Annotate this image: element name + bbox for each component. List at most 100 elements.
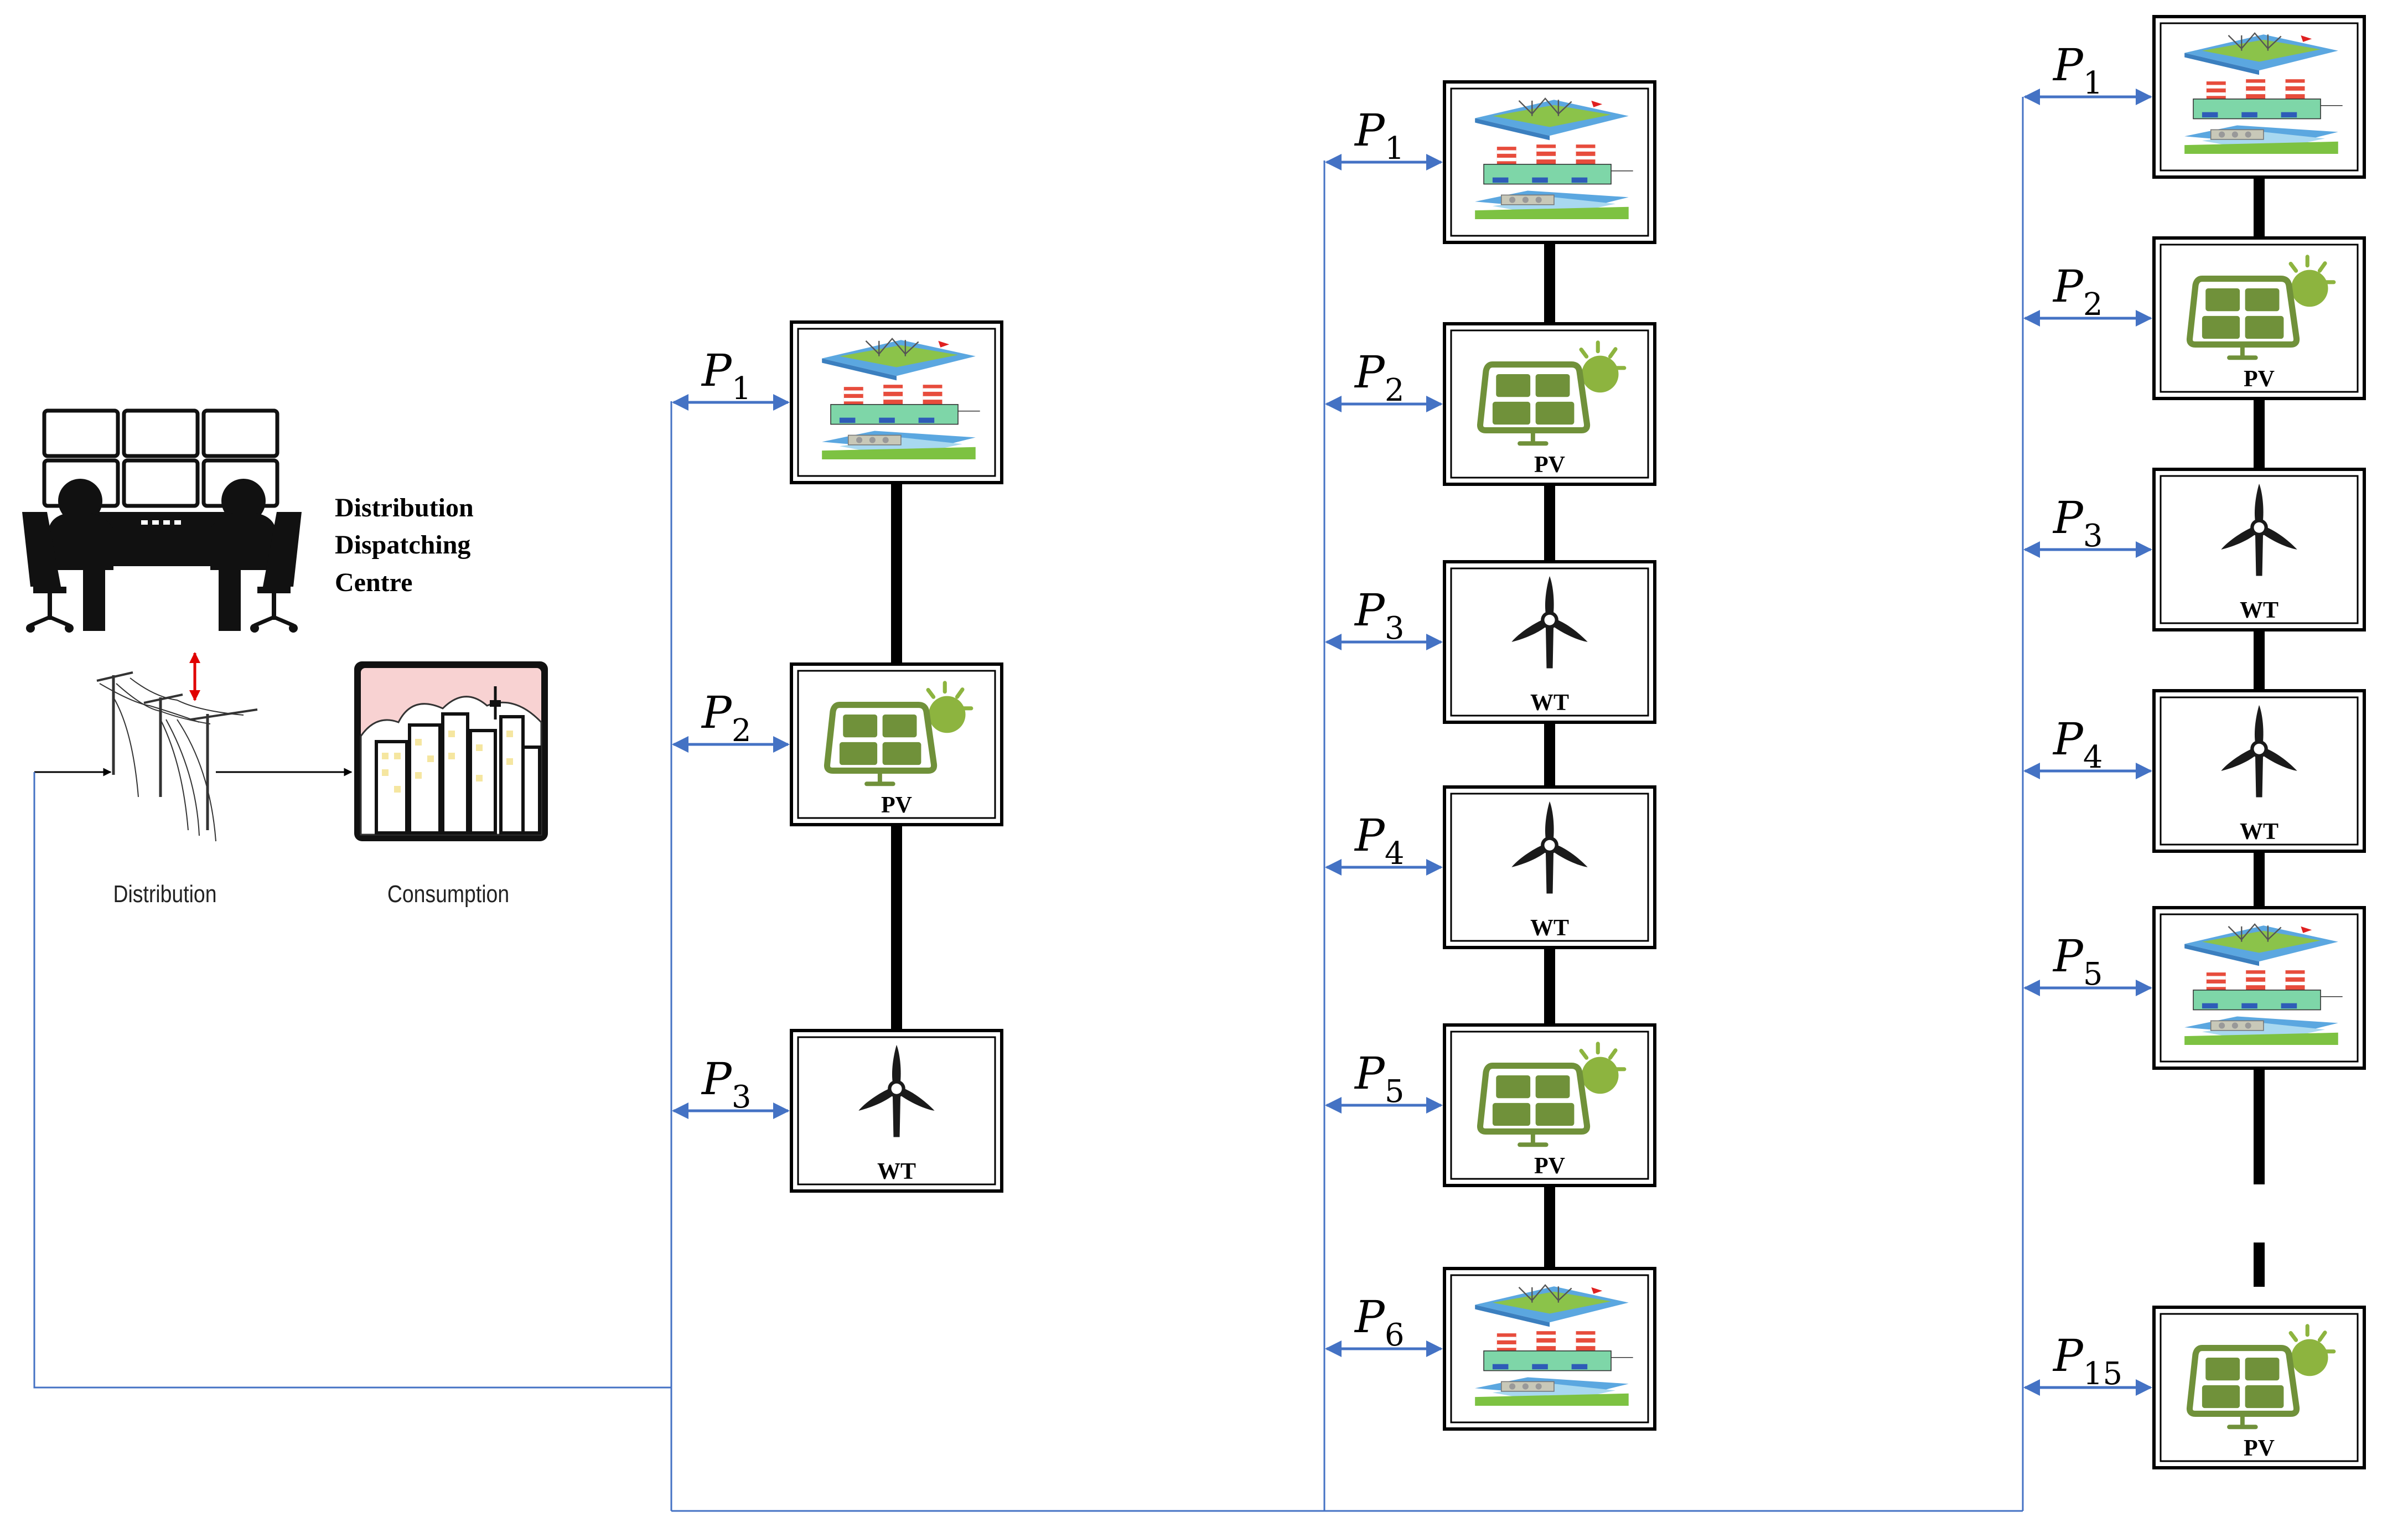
generator-unit-pv[interactable]: PV [1443,322,1656,486]
unit-power-label: P1 [2052,39,2103,101]
power-plant-icon [2174,27,2344,154]
generator-unit-thermal[interactable] [2152,906,2366,1070]
power-subscript: 1 [1385,131,1405,167]
power-subscript: 1 [732,371,752,407]
wind-turbine-icon [2176,479,2343,607]
unit-type-label: WT [877,1159,916,1184]
unit-power-label: P2 [2052,261,2103,323]
unit-type-label: WT [1530,690,1569,716]
feeders-layer: P1PVP2WTP3P1PVP2WTP3WTP4PVP5P6P1PVP2WTP3… [672,15,2366,1469]
power-symbol: P [2052,261,2084,312]
power-subscript: 2 [2083,287,2103,323]
unit-inner-frame [2160,1313,2359,1462]
power-symbol: P [1354,1291,1385,1343]
power-plant-icon [1465,92,1634,219]
bus-network [33,97,2024,1512]
power-plant-icon [812,332,981,459]
generator-unit-pv[interactable]: PV [2152,236,2366,400]
power-symbol: P [1354,810,1385,861]
generator-unit-thermal[interactable] [790,320,1003,484]
consumption-label: Consumption [387,880,509,908]
solar-panel-icon [1466,1035,1633,1162]
unit-inner-frame [1450,1031,1649,1180]
wind-turbine-icon [2176,701,2343,828]
unit-inner-frame [2160,22,2359,172]
generator-unit-thermal[interactable] [1443,80,1656,244]
unit-power-label: P4 [2052,713,2103,775]
power-subscript: 2 [1385,372,1405,408]
power-subscript: 3 [1385,610,1405,646]
unit-power-label: P5 [1354,1048,1404,1110]
power-plant-icon [2174,918,2344,1045]
unit-inner-frame [2160,696,2359,846]
generator-unit-pv[interactable]: PV [2152,1306,2366,1469]
city-consumption-icon [354,661,548,841]
power-subscript: 15 [2083,1356,2122,1392]
power-symbol: P [701,345,732,396]
unit-power-label: P2 [701,687,751,749]
generator-unit-thermal[interactable] [2152,15,2366,179]
power-symbol: P [1354,1048,1385,1099]
power-subscript: 4 [1385,836,1405,872]
power-subscript: 6 [1385,1317,1405,1353]
unit-inner-frame [2160,913,2359,1063]
unit-inner-frame [1450,567,1649,717]
unit-power-label: P4 [1354,810,1404,872]
power-subscript: 2 [732,713,752,749]
unit-power-label: P3 [1354,584,1404,646]
power-subscript: 4 [2083,739,2103,775]
wind-turbine-icon [1466,572,1633,699]
generator-unit-wt[interactable]: WT [1443,560,1656,724]
power-symbol: P [2052,39,2084,91]
centre-label-line-3: Centre [335,568,412,597]
power-subscript: 5 [2083,956,2103,992]
unit-inner-frame [1450,1274,1649,1423]
power-subscript: 5 [1385,1074,1405,1110]
power-symbol: P [2052,930,2084,982]
centre-label-line-2: Dispatching [335,530,470,560]
solar-panel-icon [813,674,980,801]
unit-type-label: PV [881,793,912,818]
solar-panel-icon [2176,1317,2342,1445]
unit-power-label: P15 [2052,1330,2122,1392]
generator-unit-pv[interactable]: PV [790,662,1003,826]
power-subscript: 1 [2083,65,2103,101]
generator-unit-wt[interactable]: WT [2152,468,2366,631]
unit-inner-frame [797,328,996,477]
centre-label-line-1: Distribution [335,493,474,522]
generator-unit-wt[interactable]: WT [790,1029,1003,1193]
distribution-pole-icon [96,671,258,842]
power-symbol: P [2052,1330,2084,1381]
power-symbol: P [701,1053,732,1105]
unit-power-label: P1 [1354,105,1404,167]
power-subscript: 3 [2083,518,2103,554]
unit-power-label: P3 [701,1053,751,1115]
wind-turbine-icon [1466,797,1633,924]
unit-power-label: P1 [701,345,751,407]
unit-power-label: P6 [1354,1291,1404,1353]
unit-power-label: P3 [2052,492,2103,554]
unit-inner-frame [797,1036,996,1185]
unit-type-label: PV [2244,1436,2275,1461]
unit-type-label: PV [1534,452,1565,478]
generator-unit-pv[interactable]: PV [1443,1023,1656,1187]
dispatch-centre-illustration [22,408,302,701]
generator-unit-wt[interactable]: WT [1443,785,1656,949]
power-symbol: P [1354,346,1385,398]
unit-inner-frame [2160,475,2359,624]
power-symbol: P [701,687,732,738]
unit-type-label: WT [2240,598,2278,623]
solar-panel-icon [2176,248,2342,375]
unit-inner-frame [797,670,996,819]
unit-inner-frame [1450,793,1649,942]
generator-unit-thermal[interactable] [1443,1267,1656,1431]
power-symbol: P [2052,492,2084,543]
generator-unit-wt[interactable]: WT [2152,689,2366,853]
unit-inner-frame [1450,87,1649,237]
unit-power-label: P2 [1354,346,1404,408]
unit-type-label: PV [2244,366,2275,392]
